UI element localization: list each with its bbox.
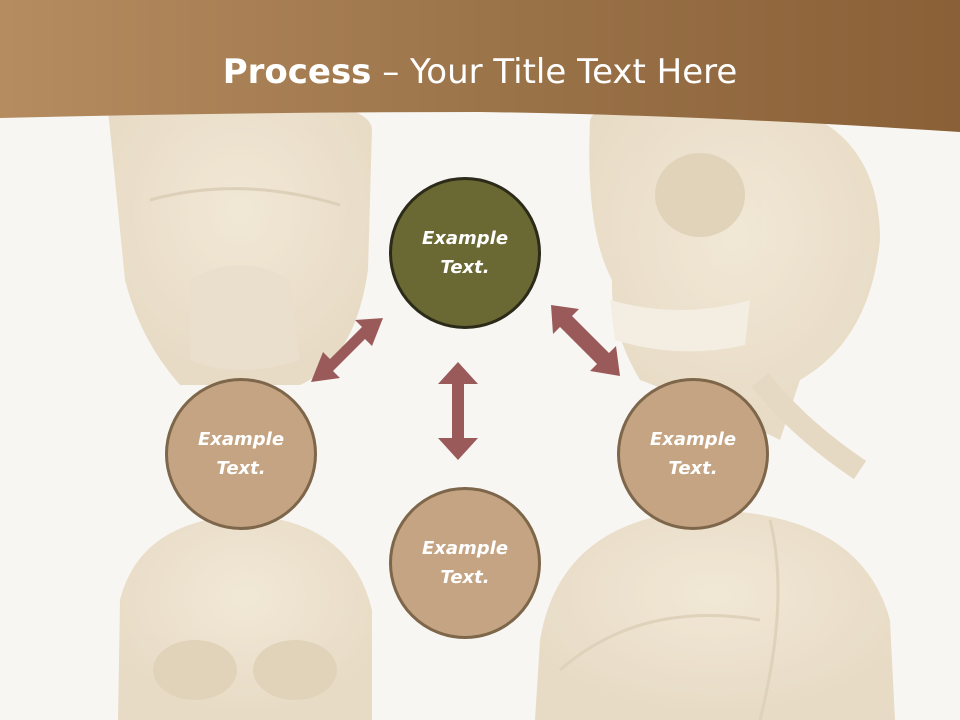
node-text-line1: Example — [421, 538, 509, 559]
node-text-line2: Text. — [216, 458, 266, 479]
arrow-center-left — [311, 318, 383, 382]
node-text-line2: Text. — [440, 257, 490, 278]
process-node-left[interactable]: Example Text. — [165, 378, 317, 530]
process-node-top[interactable]: Example Text. — [389, 177, 541, 329]
node-text-line1: Example — [197, 429, 285, 450]
process-node-bottom[interactable]: Example Text. — [389, 487, 541, 639]
node-text-line2: Text. — [440, 567, 490, 588]
arrow-center-right — [551, 305, 620, 376]
process-node-right[interactable]: Example Text. — [617, 378, 769, 530]
arrow-center-bottom — [438, 362, 478, 460]
slide-title: Process – Your Title Text Here — [0, 52, 960, 92]
node-text-line1: Example — [649, 429, 737, 450]
title-rest: – Your Title Text Here — [371, 52, 738, 92]
title-bold: Process — [222, 52, 372, 92]
node-text-line2: Text. — [668, 458, 718, 479]
node-text-line1: Example — [421, 228, 509, 249]
header-band — [0, 0, 960, 132]
